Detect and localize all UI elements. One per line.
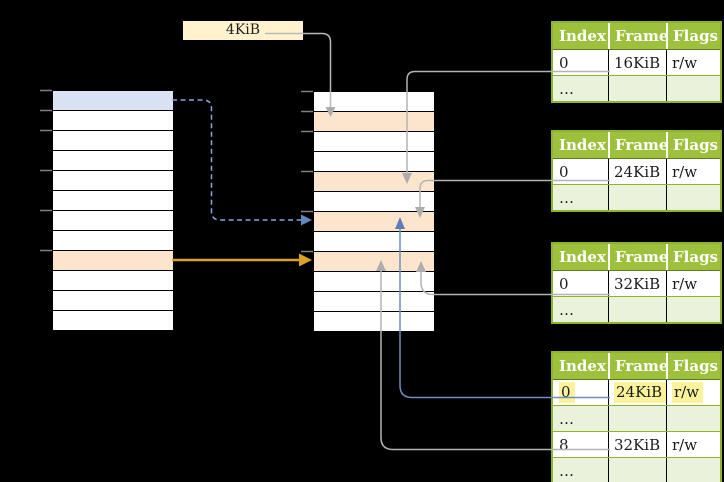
memory-cell-orange [314,172,434,192]
header-flags: Flags [666,23,720,49]
cell-flags [666,406,720,431]
frame-size-label: 4KiB [183,21,303,40]
table-row: 0 16KiB r/w [553,49,720,75]
memory-cell-white [314,192,434,212]
page-table-1: Index Frame Flags 0 16KiB r/w … [551,21,722,103]
memory-cell-white [53,231,173,251]
memory-cell-orange [53,251,173,271]
table-header-row: Index Frame Flags [553,23,720,49]
memory-cell-white [53,271,173,291]
table-row-ellipsis: … [553,405,720,431]
cell-flags: r/w [666,271,720,296]
cell-frame [608,297,666,322]
cell-flags [666,76,720,101]
arrow-virtual-page-to-frame-gold [172,253,312,267]
arrow-virtual-page-to-frame-dashed [172,99,312,226]
memory-cell-white [53,291,173,311]
memory-cell-white [314,152,434,172]
cell-flags [666,458,720,482]
cell-index: … [559,79,574,98]
table-row-ellipsis: … [553,296,720,322]
header-index: Index [559,27,606,45]
memory-cell-orange [314,252,434,272]
table-header-row: Index Frame Flags [553,132,720,158]
memory-cell-white [314,132,434,152]
header-frame: Frame [608,244,666,270]
header-index: Index [559,136,606,154]
cell-index: 0 [559,274,569,293]
memory-cell-orange [314,212,434,232]
cell-flags [666,185,720,210]
cell-flags: r/w [666,50,720,75]
table-header-row: Index Frame Flags [553,353,720,379]
page-table-2: Index Frame Flags 0 24KiB r/w … [551,130,722,212]
memory-cell-white [53,311,173,330]
table-row-ellipsis: … [553,457,720,482]
header-flags: Flags [666,244,720,270]
table-row: 0 24KiB r/w [553,158,720,184]
table-row: 8 32KiB r/w [553,431,720,457]
header-frame: Frame [608,353,666,379]
memory-cell-white [314,232,434,252]
table-row-ellipsis: … [553,75,720,101]
cell-index: … [559,188,574,207]
memory-cell-blue [53,91,173,111]
cell-frame: 24KiB [614,382,666,403]
cell-flags: r/w [672,382,704,403]
memory-cell-white [314,312,434,331]
middle-column-address-ticks [301,90,313,253]
cell-frame: 32KiB [608,271,666,296]
header-index: Index [559,248,606,266]
page-table-3: Index Frame Flags 0 32KiB r/w … [551,242,722,324]
table-header-row: Index Frame Flags [553,244,720,270]
memory-cell-white [314,272,434,292]
memory-cell-white [53,171,173,191]
header-frame: Frame [608,132,666,158]
memory-cell-white [314,92,434,112]
cell-frame: 24KiB [608,159,666,184]
header-index: Index [559,357,606,375]
physical-memory-column [313,91,435,332]
table-row: 0 32KiB r/w [553,270,720,296]
header-frame: Frame [608,23,666,49]
virtual-memory-column [52,90,174,331]
cell-index: 0 [559,382,575,403]
memory-cell-white [314,292,434,312]
cell-flags [666,297,720,322]
memory-cell-white [53,111,173,131]
cell-index: 0 [559,53,569,72]
cell-index: 0 [559,162,569,181]
header-flags: Flags [666,132,720,158]
header-flags: Flags [666,353,720,379]
memory-cell-white [53,211,173,231]
memory-cell-white [53,191,173,211]
table-row-ellipsis: … [553,184,720,210]
cell-frame [608,185,666,210]
cell-flags: r/w [666,159,720,184]
cell-frame: 32KiB [608,432,666,457]
cell-frame: 16KiB [608,50,666,75]
cell-index: 8 [559,435,569,454]
memory-cell-orange [314,112,434,132]
cell-flags: r/w [666,432,720,457]
cell-frame [608,458,666,482]
table-row-highlighted: 0 24KiB r/w [553,379,720,405]
cell-index: … [559,461,574,480]
cell-index: … [559,300,574,319]
cell-index: … [559,409,574,428]
cell-frame [608,406,666,431]
left-column-address-ticks [40,89,52,252]
memory-cell-white [53,151,173,171]
cell-frame [608,76,666,101]
page-table-4: Index Frame Flags 0 24KiB r/w … 8 32KiB … [551,351,722,482]
memory-cell-white [53,131,173,151]
